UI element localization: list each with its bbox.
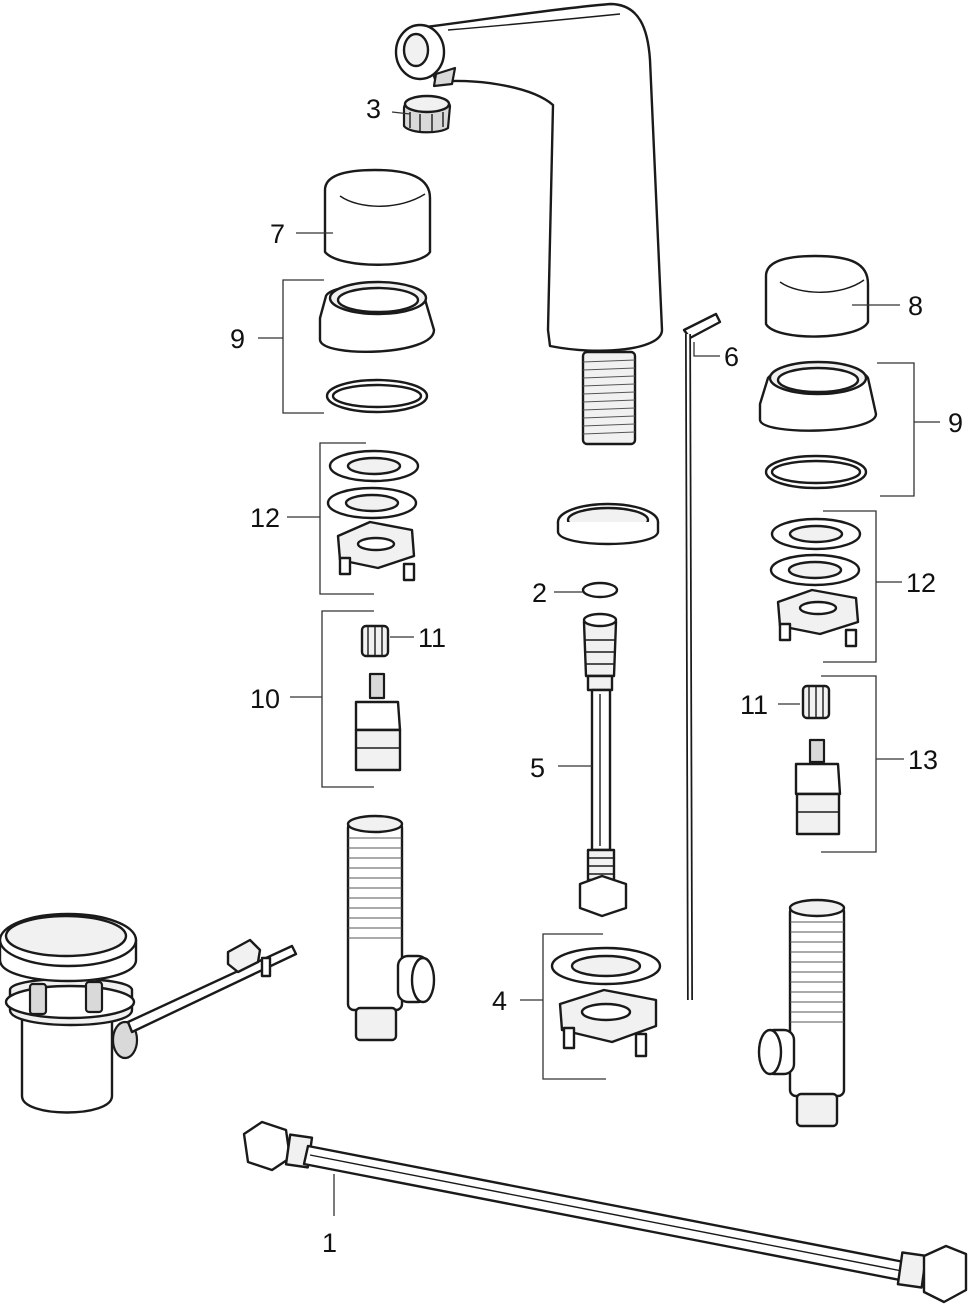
label-10: 10 bbox=[250, 684, 280, 714]
label-2: 2 bbox=[532, 578, 547, 608]
aerator bbox=[402, 94, 452, 134]
label-7: 7 bbox=[270, 219, 285, 249]
part-labels: 3 7 9 8 6 9 12 2 12 11 10 11 5 13 4 1 bbox=[230, 94, 963, 1258]
leader-lines bbox=[258, 111, 940, 1216]
escutcheon-left bbox=[318, 280, 436, 414]
label-4: 4 bbox=[492, 986, 507, 1016]
lift-rod bbox=[682, 312, 722, 1001]
label-12-left: 12 bbox=[250, 503, 280, 533]
label-1: 1 bbox=[322, 1228, 337, 1258]
spout bbox=[394, 2, 664, 446]
escutcheon-right bbox=[758, 360, 878, 490]
label-8: 8 bbox=[908, 291, 923, 321]
spout-seal bbox=[556, 502, 660, 546]
cartridge-right bbox=[794, 684, 842, 836]
label-13: 13 bbox=[908, 745, 938, 775]
handle-left bbox=[323, 168, 432, 266]
mounting-set-left bbox=[326, 449, 420, 582]
label-6: 6 bbox=[724, 342, 739, 372]
label-9-left: 9 bbox=[230, 324, 245, 354]
cartridge-left bbox=[354, 624, 402, 772]
valve-body-left bbox=[346, 814, 436, 1042]
label-3: 3 bbox=[366, 94, 381, 124]
label-11-right: 11 bbox=[740, 690, 768, 720]
handle-right bbox=[764, 254, 870, 338]
valve-body-right bbox=[757, 898, 846, 1128]
mounting-set-center bbox=[550, 946, 662, 1058]
mounting-set-right bbox=[769, 517, 862, 648]
label-5: 5 bbox=[530, 753, 545, 783]
label-11-left: 11 bbox=[418, 623, 446, 653]
supply-hose bbox=[242, 1120, 968, 1304]
label-9-right: 9 bbox=[948, 408, 963, 438]
o-ring-small bbox=[581, 581, 619, 599]
pop-up-waste bbox=[0, 912, 298, 1114]
flexible-connector bbox=[578, 612, 628, 918]
label-12-right: 12 bbox=[906, 568, 936, 598]
